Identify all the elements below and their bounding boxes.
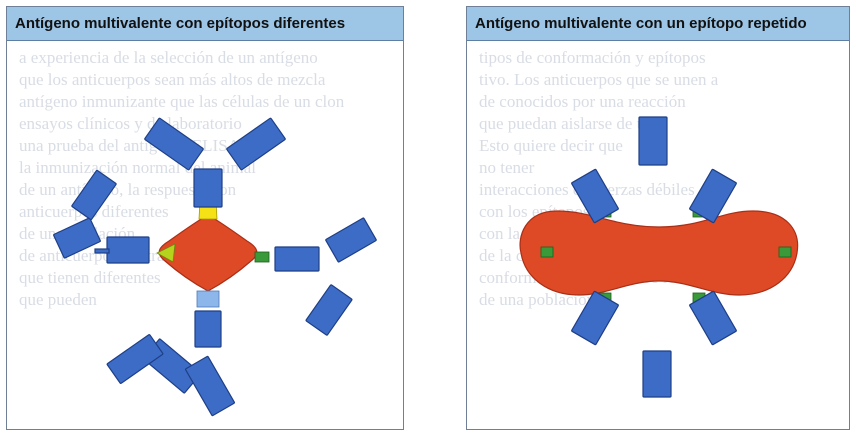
panel-title: Antígeno multivalente con un epítopo rep… — [467, 7, 849, 41]
antibody-left — [53, 170, 149, 263]
panel-multivalent-different-epitopes: a experiencia de la selección de un antí… — [6, 6, 404, 430]
antibody-bottom — [571, 291, 736, 397]
antibody-top — [144, 118, 285, 207]
epitope-green — [255, 252, 269, 262]
diagram-repeated-epitope — [467, 41, 850, 430]
diagram-different-epitopes — [7, 41, 404, 430]
antigen-molecule — [520, 211, 798, 295]
antibody-bottom — [107, 311, 235, 416]
panel-title: Antígeno multivalente con epítopos difer… — [7, 7, 403, 41]
antibody-top — [571, 117, 736, 223]
antibody-right — [275, 218, 377, 336]
epitope-green — [779, 247, 791, 257]
epitope-light-blue — [197, 291, 219, 307]
epitope-green — [541, 247, 553, 257]
